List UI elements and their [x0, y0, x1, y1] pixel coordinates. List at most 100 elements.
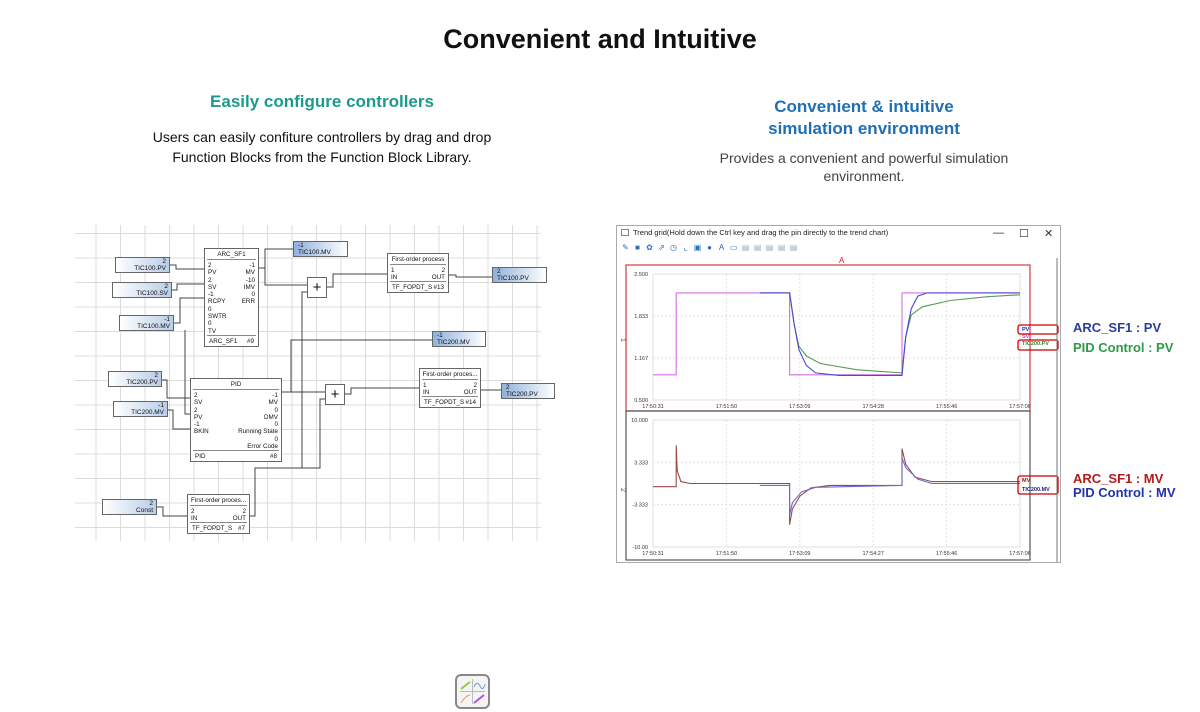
- block-title: PID: [193, 379, 279, 390]
- block-type: TF_FOPDT_S: [392, 284, 433, 291]
- maximize-button[interactable]: ☐: [1019, 228, 1029, 240]
- tag-value: -1: [437, 332, 443, 339]
- input-pin-rcpy[interactable]: RCPY: [208, 298, 226, 306]
- tag-name: Const: [136, 507, 153, 514]
- export-icon[interactable]: ⇗: [658, 243, 665, 252]
- pie-chart-icon[interactable]: ●: [707, 243, 712, 252]
- settings-icon[interactable]: ✿: [646, 243, 653, 252]
- tag-value: 2: [506, 384, 510, 391]
- text-icon[interactable]: A: [718, 243, 725, 252]
- sum-block-2[interactable]: +: [325, 384, 345, 405]
- layout-1-icon[interactable]: ▤: [741, 243, 750, 252]
- output-pin-out[interactable]: OUT: [431, 274, 445, 282]
- output-pin-out[interactable]: OUT: [232, 515, 246, 523]
- input-pin-pv[interactable]: PV: [208, 269, 217, 277]
- output-pin-dmv[interactable]: DMV: [264, 413, 278, 421]
- input-pin-bkin[interactable]: BKIN: [194, 428, 209, 436]
- left-heading: Easily configure controllers: [210, 92, 434, 111]
- output-pin-out[interactable]: OUT: [463, 389, 477, 397]
- output-pin-mv[interactable]: MV: [245, 269, 255, 277]
- pin-value: 0: [208, 320, 212, 328]
- delete-icon[interactable]: ■: [635, 243, 640, 252]
- layout-2-icon[interactable]: ▤: [753, 243, 762, 252]
- block-title: First-order proces...: [190, 497, 247, 506]
- pin-value: 0: [208, 305, 212, 313]
- clock-icon[interactable]: ◷: [670, 243, 677, 252]
- layout-4-icon[interactable]: ▤: [777, 243, 786, 252]
- block-number: #14: [465, 399, 476, 406]
- block-footer: TF_FOPDT_S#13: [390, 281, 446, 292]
- block-title: First-order process: [390, 256, 446, 265]
- tag-name: TIC200.MV: [437, 339, 470, 346]
- line-chart-icon[interactable]: ⌞: [683, 243, 688, 252]
- output-pin-err[interactable]: ERR: [241, 298, 255, 306]
- input-pin-swtr[interactable]: SWTR: [208, 313, 227, 321]
- input-pin-in[interactable]: IN: [191, 515, 198, 523]
- trend-chart-icon[interactable]: [455, 674, 490, 709]
- trend-window-icon: [621, 229, 629, 236]
- tag-value: -1: [158, 402, 164, 409]
- input-pin-pv[interactable]: PV: [194, 413, 203, 421]
- sum-block-1[interactable]: +: [307, 277, 327, 298]
- layout-5-icon[interactable]: ▤: [789, 243, 798, 252]
- monitor-icon[interactable]: ▣: [693, 243, 702, 252]
- image-icon[interactable]: ▭: [729, 243, 738, 252]
- tag-value: 2: [164, 283, 168, 290]
- right-description: Provides a convenient and powerful simul…: [719, 150, 1009, 184]
- pin-value: 2: [208, 276, 212, 284]
- pin-value: 2: [194, 406, 198, 414]
- edit-icon[interactable]: ✎: [622, 243, 629, 252]
- output-pin-imv[interactable]: IMV: [243, 283, 255, 291]
- block-type: TF_FOPDT_S: [192, 525, 233, 532]
- pin-value: 0: [274, 421, 278, 429]
- output-pin-mv[interactable]: MV: [268, 399, 278, 407]
- input-pin-tv[interactable]: TV: [208, 327, 217, 335]
- annotation-arc-mv: ARC_SF1 : MV: [1073, 471, 1164, 486]
- tag-value: 2: [149, 500, 153, 507]
- pin-value: 2: [473, 382, 477, 389]
- block-type: PID: [195, 453, 206, 460]
- annotation-arc-pv: ARC_SF1 : PV: [1073, 320, 1162, 335]
- input-pin-in[interactable]: IN: [423, 389, 430, 397]
- minimize-button[interactable]: —: [993, 227, 1004, 239]
- input-pin-sv[interactable]: SV: [194, 399, 203, 407]
- input-pin-sv[interactable]: SV: [208, 283, 217, 291]
- tag-value: -1: [164, 316, 170, 323]
- pin-value: 1: [391, 267, 395, 274]
- layout-3-icon[interactable]: ▤: [765, 243, 774, 252]
- trend-grid-window: Trend grid(Hold down the Ctrl key and dr…: [616, 225, 1061, 563]
- tag-name: TIC100.MV: [298, 249, 331, 256]
- output-pin-running-state[interactable]: Running State: [238, 428, 278, 436]
- input-pin-in[interactable]: IN: [391, 274, 398, 282]
- close-button[interactable]: ✕: [1044, 228, 1054, 240]
- pin-value: 2: [441, 267, 445, 274]
